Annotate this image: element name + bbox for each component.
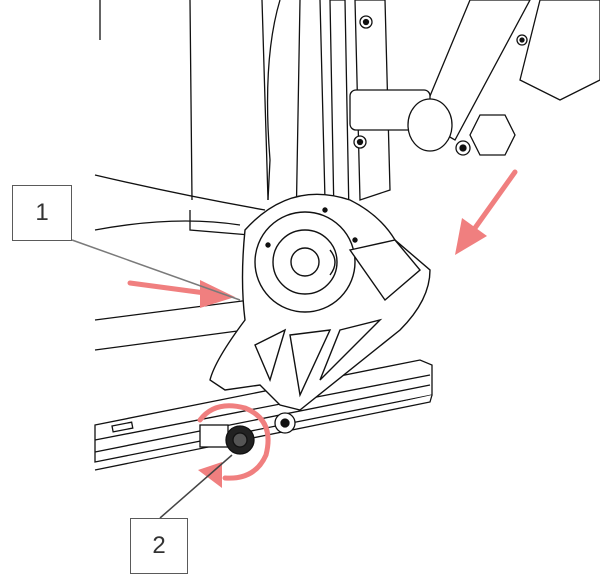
leader-line-2 <box>159 454 233 519</box>
leader-line-1 <box>71 239 241 301</box>
callout-2: 2 <box>130 518 188 574</box>
bracket-plate <box>209 193 431 411</box>
frame-background <box>94 0 326 351</box>
upper-arm <box>349 0 600 156</box>
base-rail <box>94 359 433 471</box>
callout-1: 1 <box>12 185 72 241</box>
direction-arrow <box>455 169 518 255</box>
adjustment-knob <box>199 412 296 455</box>
direction-arrow <box>127 280 235 308</box>
